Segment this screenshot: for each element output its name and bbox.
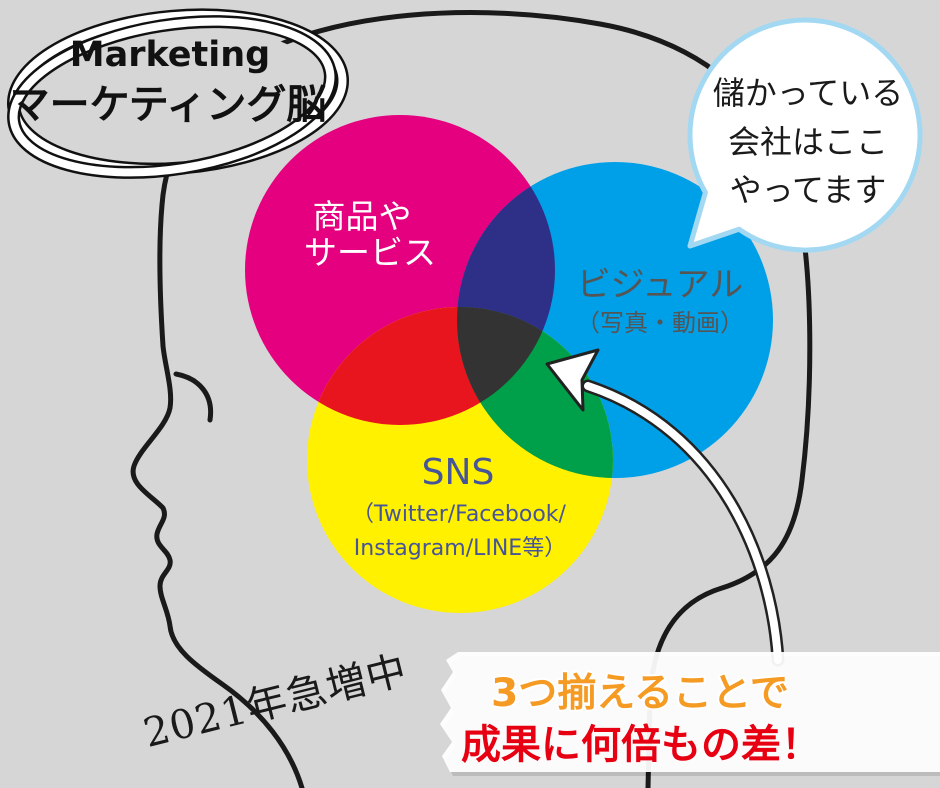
venn-label-products-line-1: 商品や (313, 197, 412, 236)
venn-label-visual-line-2: （写真・動画） (576, 309, 744, 337)
speech-bubble-shape (687, 17, 923, 253)
head-silhouette (130, 10, 813, 788)
callout-banner-background (440, 652, 940, 772)
venn-label-sns-line-3: Instagram/LINE等） (354, 536, 566, 561)
venn-label-visual-line-1: ビジュアル (577, 265, 744, 305)
venn-label-sns-line-1: SNS (422, 452, 495, 493)
title-badge: Marketing マーケティング脳 (6, 8, 350, 179)
speech-bubble-line-1: 儲かっている (713, 74, 903, 112)
callout-line-1: 3つ揃えることで (491, 671, 789, 716)
pointer-arrow-shaft (584, 382, 782, 664)
pointer-arrow (545, 348, 785, 667)
title-badge-ring-inner-band (9, 17, 335, 177)
speech-bubble-line-2: 会社はここ (728, 123, 888, 161)
title-badge-fill (18, 24, 334, 164)
venn-label-sns-line-2: （Twitter/Facebook/ (352, 502, 567, 527)
pointer-arrow-head (545, 348, 600, 412)
venn-label-products-line-2: サービス (304, 233, 436, 272)
title-english: Marketing (70, 35, 270, 75)
callout-line-2: 成果に何倍もの差！ (461, 722, 821, 768)
head-silhouette-outline (130, 10, 813, 788)
title-japanese: マーケティング脳 (10, 82, 327, 128)
speech-bubble: 儲かっている 会社はここ やってます (687, 17, 923, 253)
speech-bubble-line-3: やってます (730, 171, 887, 209)
head-eye-mark (173, 371, 214, 423)
callout-banner: 3つ揃えることで 成果に何倍もの差！ (440, 652, 940, 776)
venn-diagram: 商品や サービス ビジュアル （写真・動画） SNS （Twitter/Face… (245, 115, 773, 613)
